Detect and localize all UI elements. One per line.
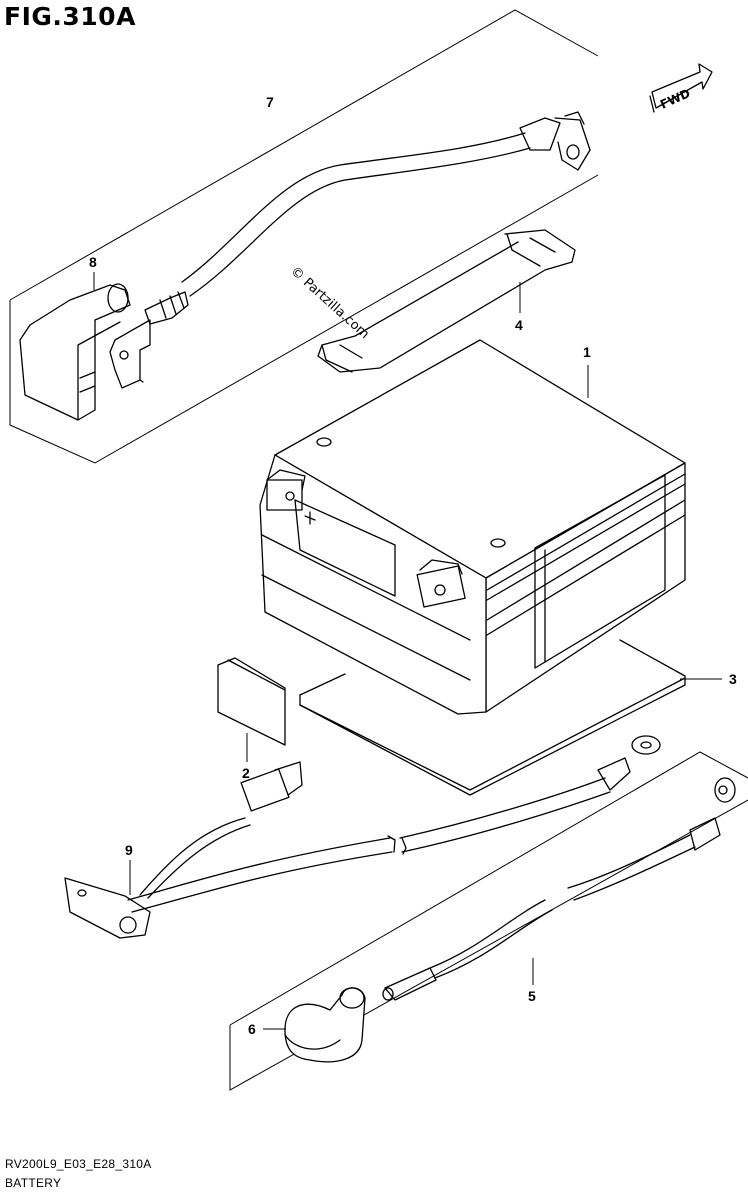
- partzilla-watermark: © Partzilla.com: [287, 264, 372, 342]
- spacer-2: [217, 657, 286, 746]
- positive-cable-7: [181, 111, 591, 297]
- terminal-boot-6: [284, 987, 366, 1063]
- negative-cable-5: [382, 777, 736, 1001]
- cable-5-group-box: [229, 751, 748, 1091]
- callout-3-number: 3: [729, 671, 737, 687]
- callout-6-number: 6: [248, 1021, 256, 1037]
- callout-5: 5: [528, 958, 536, 1004]
- callout-2-number: 2: [242, 765, 250, 781]
- negative-cable-9: [64, 735, 661, 939]
- battery-1: [259, 339, 686, 715]
- callout-9-number: 9: [125, 842, 133, 858]
- callout-7-number: 7: [266, 94, 274, 110]
- callout-1-number: 1: [583, 344, 591, 360]
- callout-3: 3: [680, 671, 737, 687]
- figure-title: FIG.310A: [4, 2, 136, 31]
- battery-band-4: [317, 229, 576, 373]
- diagram-caption: BATTERY: [5, 1176, 62, 1190]
- callout-4: 4: [515, 282, 523, 333]
- callout-8-number: 8: [89, 254, 97, 270]
- callout-4-number: 4: [515, 317, 523, 333]
- callout-8: 8: [89, 254, 97, 290]
- terminal-cover-8: [19, 283, 189, 421]
- fwd-label: FWD: [658, 86, 692, 112]
- callout-1: 1: [583, 344, 591, 398]
- diagram-code: RV200L9_E03_E28_310A: [5, 1157, 152, 1171]
- callout-7: 7: [266, 94, 274, 110]
- callout-5-number: 5: [528, 988, 536, 1004]
- callout-6: 6: [248, 1021, 286, 1037]
- callout-9: 9: [125, 842, 133, 895]
- fwd-arrow-icon: FWD: [649, 63, 713, 113]
- cable-7-group-box: [9, 9, 599, 464]
- battery-pad-3: [299, 639, 686, 796]
- callout-2: 2: [242, 733, 250, 781]
